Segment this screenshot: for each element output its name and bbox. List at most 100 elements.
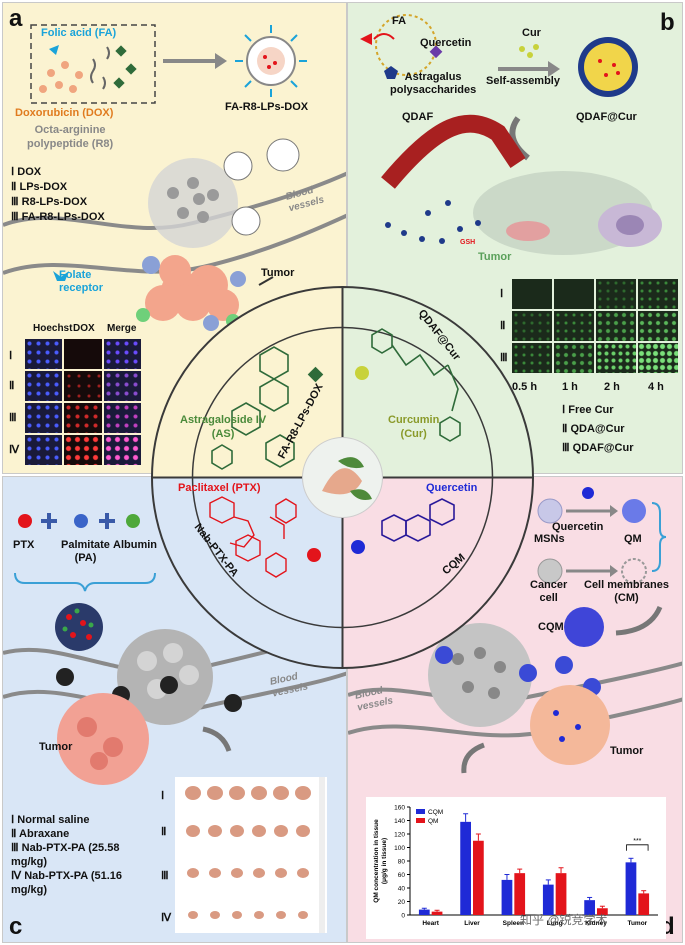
row-label: Ⅳ [161, 912, 172, 924]
significance-bracket [626, 844, 649, 851]
panel-c-legend: Ⅰ Normal saline Ⅱ Abraxane Ⅲ Nab-PTX-PA … [11, 813, 122, 897]
significance-label: *** [633, 838, 641, 845]
cqm-label: CQM [538, 621, 564, 633]
y-tick-label: 160 [394, 805, 405, 812]
y-tick-label: 140 [394, 818, 405, 825]
y-tick-label: 100 [394, 845, 405, 852]
r8-label: Octa-arginine polypeptide (R8) [27, 124, 114, 150]
quercetin-compound-label: Quercetin [426, 482, 478, 494]
panel-c-illustration [3, 513, 346, 785]
bar [514, 873, 526, 915]
time-label: 4 h [648, 381, 664, 393]
legend-label: CQM [428, 809, 443, 816]
legend-item: Ⅳ Nab-PTX-PA (51.16 mg/kg) [11, 870, 123, 896]
panel-a-letter: a [9, 5, 23, 32]
panel-a: a [2, 2, 347, 474]
y-tick-label: 60 [398, 872, 406, 879]
x-tick-label: Lung [547, 920, 563, 927]
x-tick-label: Tumor [627, 920, 647, 927]
qdaf-label: QDAF [402, 111, 434, 123]
legend-item: Ⅱ LPs-DOX [11, 181, 68, 193]
time-label: 1 h [562, 381, 578, 393]
folic-acid-label: Folic acid (FA) [41, 27, 117, 39]
y-axis-label: (μg/g in tissue) [381, 838, 388, 884]
y-tick-label: 80 [398, 859, 406, 866]
tumor-label: Tumor [478, 251, 512, 263]
fa-r8-lps-dox-label: FA-R8-LPs-DOX [225, 101, 309, 113]
time-label: 0.5 h [512, 381, 538, 393]
bar [555, 873, 567, 915]
palmitate-label: Palmitate (PA) [61, 539, 110, 564]
row-label: Ⅳ [9, 444, 20, 456]
folate-receptor-label: Folate receptor [59, 269, 104, 294]
legend-item: Ⅲ FA-R8-LPs-DOX [11, 211, 105, 223]
legend-item: Ⅱ Abraxane [11, 828, 70, 840]
x-tick-label: Liver [464, 920, 480, 927]
quercetin-label: Quercetin [552, 521, 604, 533]
legend-item: Ⅱ QDA@Cur [562, 423, 625, 435]
legend-item: Ⅲ QDAF@Cur [562, 442, 634, 454]
fluorescence-time-grid [512, 279, 678, 373]
row-label: Ⅱ [500, 320, 506, 332]
panel-d-illustration [348, 487, 682, 774]
bar [584, 900, 595, 915]
cell-membranes-label: Cell membranes (CM) [584, 579, 669, 604]
bar [597, 908, 608, 915]
quercetin-label: Quercetin [420, 37, 472, 49]
bar [431, 911, 443, 915]
bar [418, 909, 430, 915]
legend-item: Ⅰ Normal saline [11, 814, 90, 826]
paclitaxel-label: Paclitaxel (PTX) [178, 482, 261, 494]
astragalus-label: Astragalus polysaccharides [390, 71, 477, 96]
legend-item: Ⅲ R8-LPs-DOX [11, 196, 88, 208]
ptx-label: PTX [13, 539, 35, 551]
x-tick-label: Kidney [585, 920, 607, 927]
time-label: 2 h [604, 381, 620, 393]
tumor-label: Tumor [610, 745, 644, 757]
bar [473, 840, 484, 915]
row-label: Ⅲ [161, 870, 169, 882]
legend-swatch [416, 818, 425, 823]
fa-label: FA [392, 15, 407, 27]
y-tick-label: 20 [398, 899, 406, 906]
tumor-label: Tumor [261, 267, 295, 279]
bar [542, 884, 554, 915]
hoechst-header: Hoechst [33, 323, 73, 334]
panel-a-legend: Ⅰ DOX Ⅱ LPs-DOX Ⅲ R8-LPs-DOX Ⅲ FA-R8-LPs… [11, 165, 105, 225]
row-label: Ⅱ [161, 826, 167, 838]
watermark: 知乎 @锐竞学术 [520, 913, 608, 927]
bar [460, 821, 471, 915]
curcumin-label: Curcumin (Cur) [388, 414, 440, 440]
bar [625, 862, 637, 915]
center-circle: FA-R8-LPs-DOX QDAF@Cur Nab-PTX-PA CQM [150, 285, 535, 670]
y-tick-label: 120 [394, 832, 405, 839]
panel-c-letter: c [9, 913, 23, 940]
y-tick-label: 0 [401, 913, 405, 920]
astragaloside-label: Astragaloside IV (AS) [180, 414, 267, 440]
cancer-cell-label: Cancer cell [530, 579, 568, 604]
doxorubicin-label: Doxorubicin (DOX) [15, 107, 114, 119]
gsh-label: GSH [460, 239, 476, 246]
merge-header: Merge [107, 323, 137, 334]
x-tick-label: Spleen [503, 920, 524, 927]
row-label: Ⅰ [500, 288, 504, 300]
panel-a-illustration [3, 24, 346, 331]
tumor-label: Tumor [39, 741, 73, 753]
y-axis-label: QM concentration in tissue [373, 819, 380, 903]
row-label: Ⅲ [500, 352, 508, 364]
bar [501, 879, 513, 915]
dox-header: DOX [73, 323, 95, 334]
row-label: Ⅱ [9, 380, 15, 392]
legend-item: Ⅰ DOX [11, 166, 42, 178]
legend-item: Ⅰ Free Cur [562, 404, 614, 416]
row-label: Ⅰ [9, 350, 13, 362]
panel-b-legend: Ⅰ Free Cur Ⅱ QDA@Cur Ⅲ QDAF@Cur [562, 401, 633, 458]
legend-swatch [416, 809, 425, 814]
row-label: Ⅰ [161, 790, 165, 802]
legend-item: Ⅲ Nab-PTX-PA (25.58 mg/kg) [11, 842, 120, 868]
fluorescence-image-grid [25, 339, 141, 465]
msns-label: MSNs [534, 533, 565, 545]
tumor-photo [175, 777, 327, 933]
